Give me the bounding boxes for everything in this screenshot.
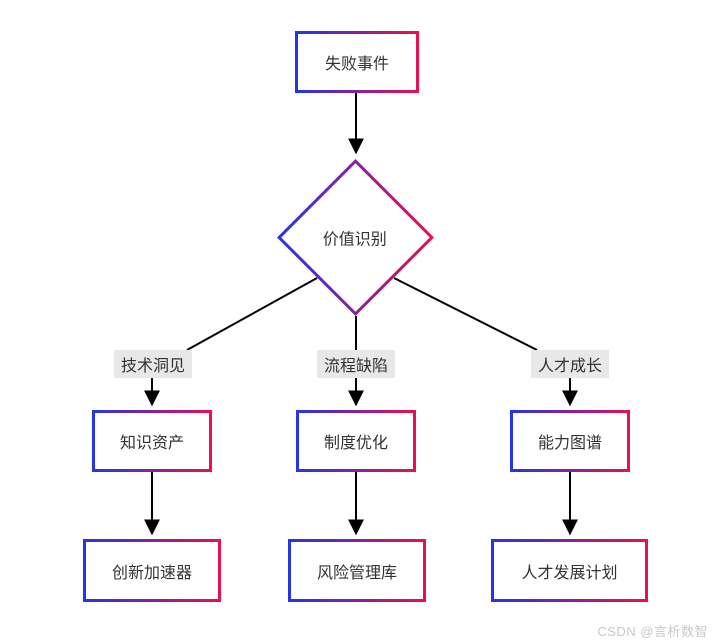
edge-decision-to-label-0 — [186, 277, 318, 351]
node-label: 创新加速器 — [86, 542, 218, 599]
node-label: 制度优化 — [299, 413, 413, 469]
node-label: 风险管理库 — [291, 542, 423, 599]
csdn-watermark: CSDN @言析数智 — [597, 624, 708, 639]
node-label: 知识资产 — [95, 413, 209, 469]
node-failure-event: 失败事件 — [295, 31, 419, 93]
node-knowledge-asset: 知识资产 — [92, 410, 212, 472]
edge-decision-to-label-2 — [393, 277, 538, 351]
node-label: 失败事件 — [298, 34, 416, 90]
node-label: 能力图谱 — [513, 413, 627, 469]
node-system-optimization: 制度优化 — [296, 410, 416, 472]
edge-label-tech-insight: 技术洞见 — [113, 350, 193, 378]
node-capability-map: 能力图谱 — [510, 410, 630, 472]
node-risk-management-library: 风险管理库 — [288, 539, 426, 602]
edge-label-process-defect: 流程缺陷 — [316, 350, 396, 378]
edge-label-talent-growth: 人才成长 — [530, 350, 610, 378]
node-label: 价值识别 — [323, 231, 388, 249]
node-label: 人才发展计划 — [494, 542, 645, 599]
node-innovation-accelerator: 创新加速器 — [83, 539, 221, 602]
node-talent-development-plan: 人才发展计划 — [491, 539, 648, 602]
